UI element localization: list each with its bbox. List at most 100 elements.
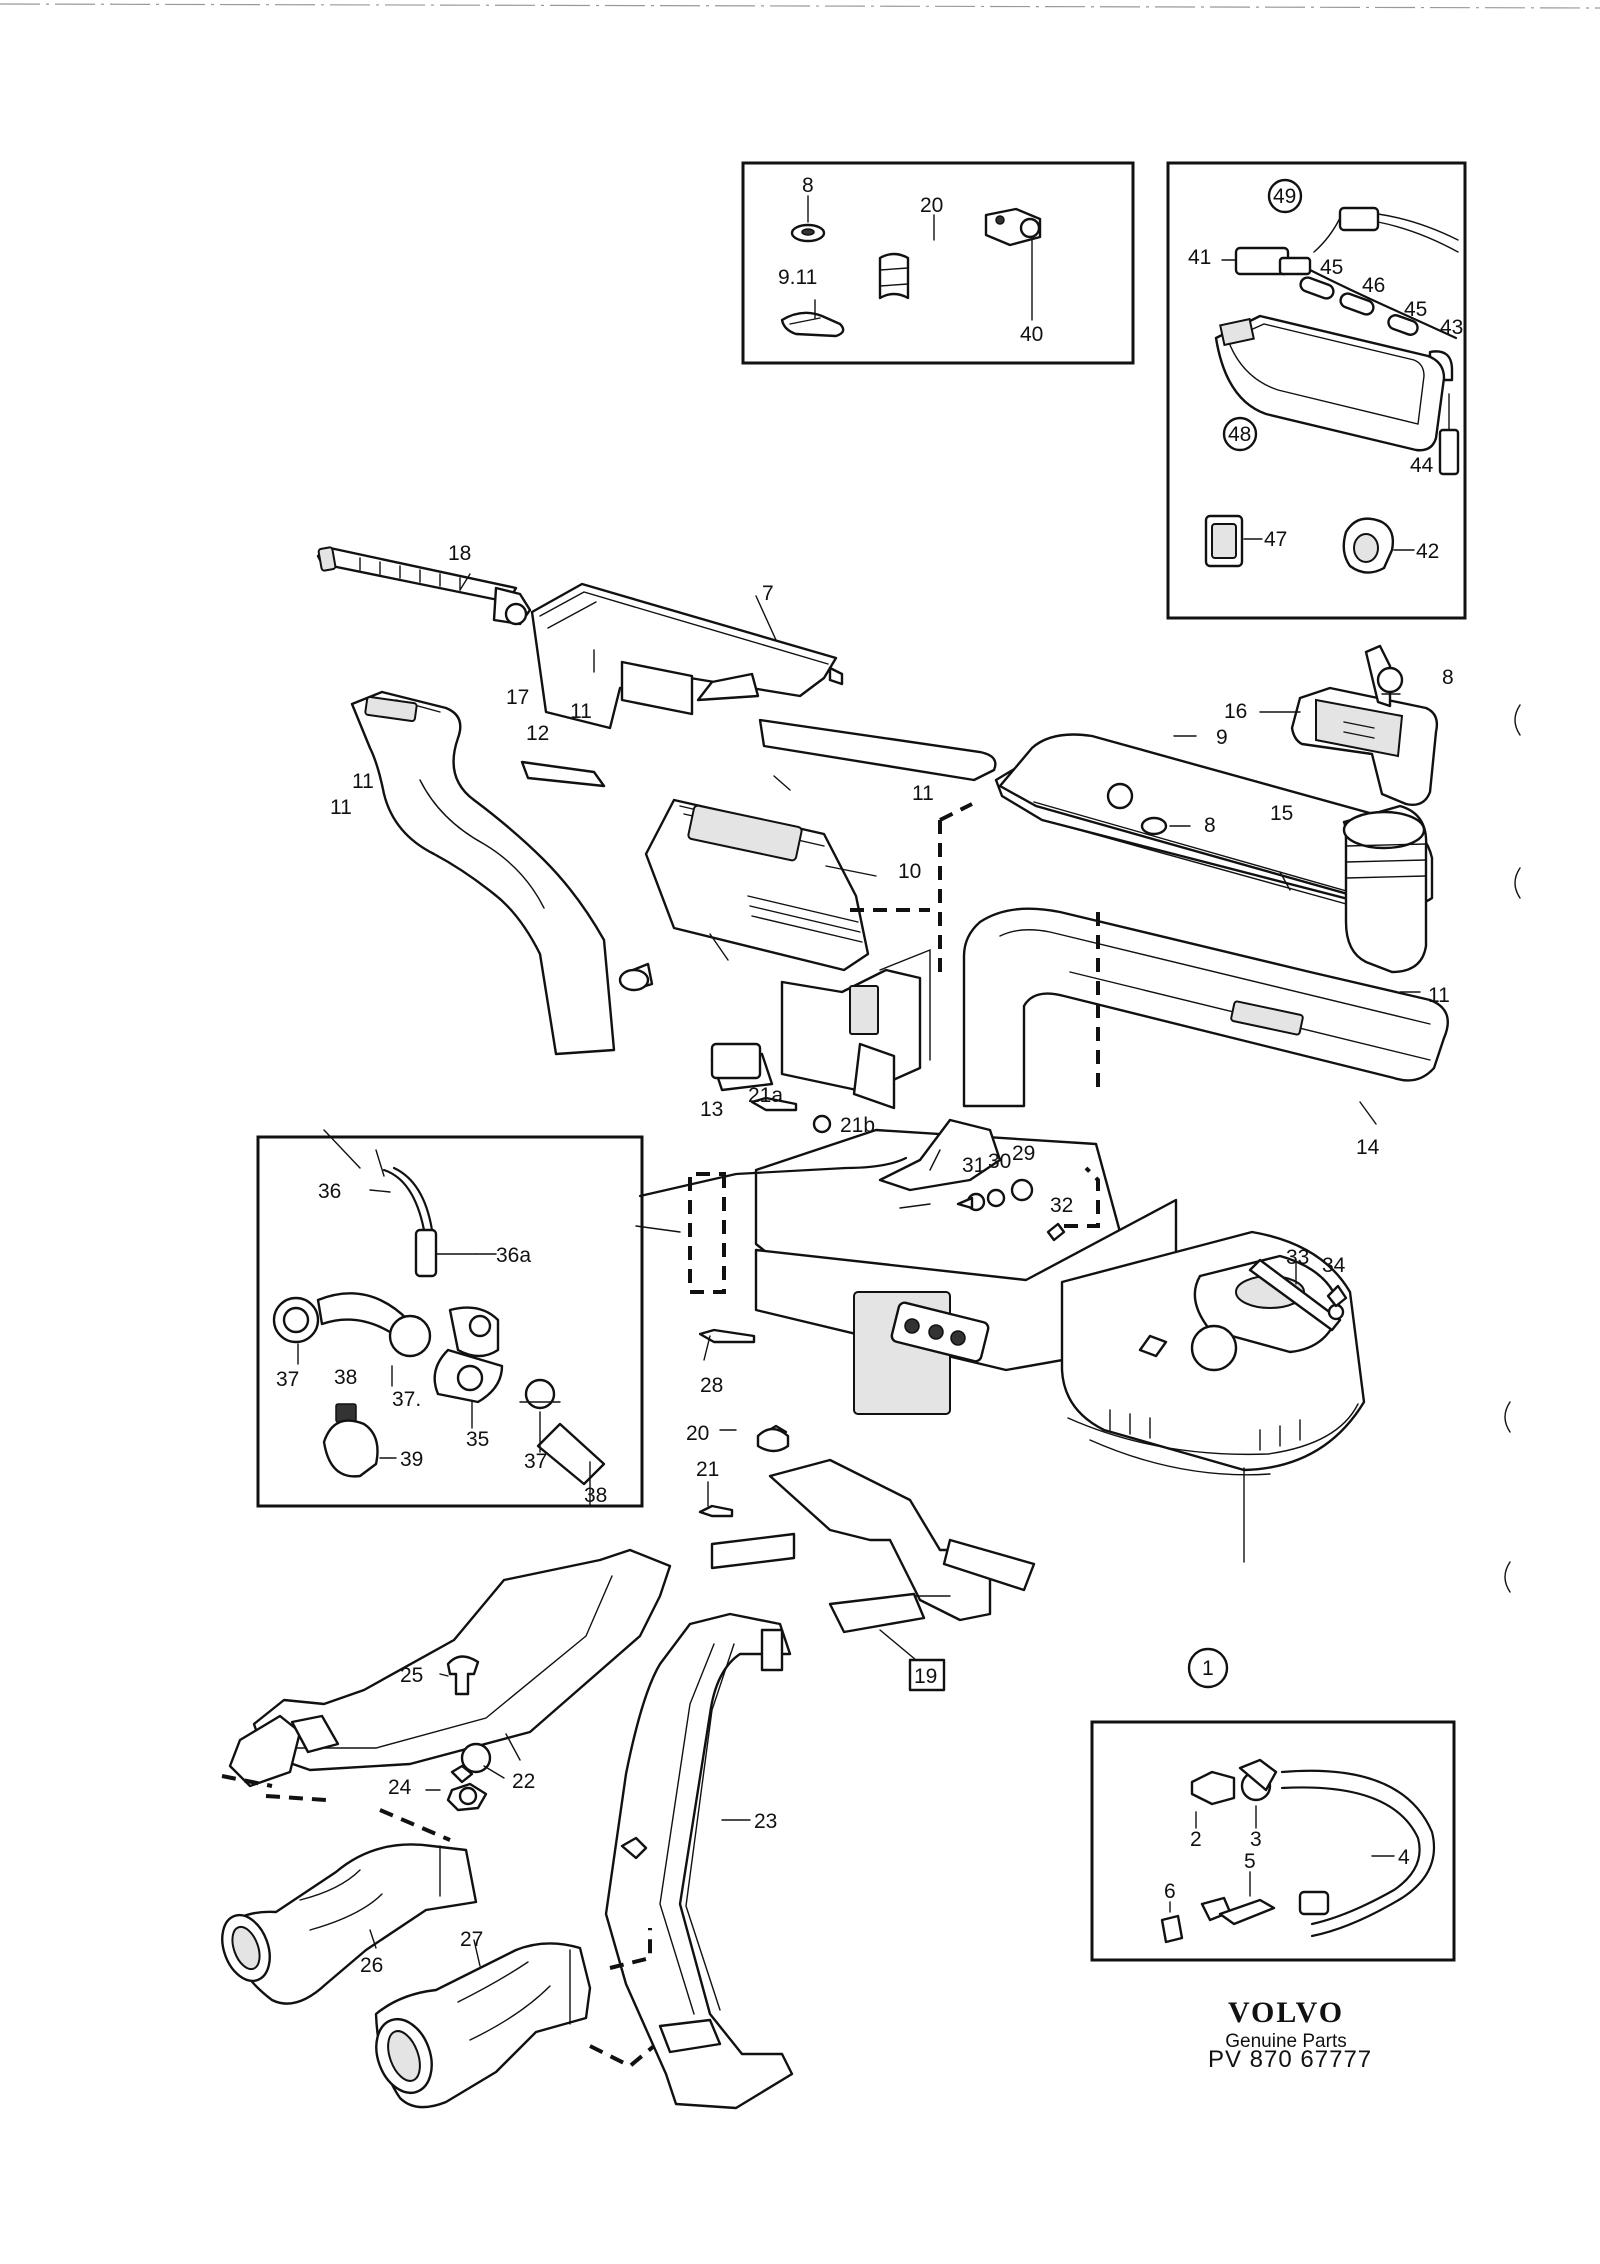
fittings-5-6 (1160, 1871, 1330, 1944)
callout-29: 29 (1012, 1142, 1035, 1165)
clip-9-11 (780, 299, 845, 338)
pad-47 (1204, 514, 1263, 568)
callout-26: 26 (360, 1954, 383, 1977)
callout-38-b: 38 (584, 1484, 607, 1507)
callout-41: 41 (1188, 246, 1211, 269)
callout-11-e: 11 (352, 770, 374, 793)
duct-26 (221, 1808, 478, 2005)
callout-5: 5 (1244, 1850, 1256, 1873)
hose-4 (1280, 1769, 1436, 1938)
callout-13: 13 (700, 1098, 723, 1121)
callout-1: 1 (1202, 1657, 1214, 1680)
callout-37-a: 37 (276, 1368, 299, 1391)
callout-36: 36 (318, 1180, 341, 1203)
callout-7: 7 (762, 582, 774, 605)
callout-40: 40 (1020, 323, 1043, 346)
callout-22: 22 (512, 1770, 535, 1793)
clip-20 (878, 214, 935, 300)
bracket-33 (1248, 1258, 1348, 1332)
callout-38-a: 38 (334, 1366, 357, 1389)
callout-8-right: 8 (1442, 666, 1454, 689)
callout-17: 17 (506, 686, 529, 709)
duct-10 (644, 798, 931, 1110)
callout-31: 31 (962, 1154, 985, 1177)
fittings-2-3 (1190, 1758, 1278, 1829)
callout-42: 42 (1416, 540, 1439, 563)
callout-14: 14 (1356, 1136, 1380, 1159)
callout-28: 28 (700, 1374, 723, 1397)
callout-labels: 8 20 9.11 40 41 45 46 45 43 44 47 42 49 … (276, 174, 1463, 1977)
callout-20: 20 (686, 1422, 709, 1445)
callout-43: 43 (1440, 316, 1463, 339)
callout-24: 24 (388, 1776, 412, 1799)
callout-12: 12 (526, 722, 549, 745)
part-number: PV 870 67777 (1208, 2046, 1373, 2073)
callout-36a: 36a (496, 1244, 531, 1267)
callout-37-b: 37. (392, 1388, 421, 1411)
heater-unit-1 (688, 1118, 1366, 1689)
callout-23: 23 (754, 1810, 777, 1833)
callout-21a: 21a (748, 1084, 783, 1107)
callout-8-inset: 8 (802, 174, 814, 197)
callout-8-mid: 8 (1204, 814, 1216, 837)
fasteners-24-25 (446, 1655, 488, 1812)
callout-18: 18 (448, 542, 471, 565)
clamp-42 (1342, 517, 1415, 574)
callout-6: 6 (1164, 1880, 1176, 1903)
clips-inset (741, 161, 1135, 365)
duct-13 (350, 690, 774, 1092)
clamp-39 (322, 1403, 397, 1478)
duct-15 (994, 733, 1434, 974)
outlet-16 (1290, 644, 1439, 806)
callout-37-c: 37 (524, 1450, 547, 1473)
callout-15: 15 (1270, 802, 1293, 825)
valve-35 (272, 1292, 606, 1507)
brand-subtitle: Genuine Parts (1225, 2031, 1347, 2052)
callout-25: 25 (400, 1664, 423, 1687)
sensor-inset (1166, 161, 1467, 620)
washers-29-31 (956, 1178, 1066, 1242)
callout-47: 47 (1264, 528, 1287, 551)
volvo-logo: VOLVO (1227, 1996, 1345, 2029)
callout-45-bottom: 45 (1404, 298, 1427, 321)
callout-35: 35 (466, 1428, 489, 1451)
grille-12 (520, 760, 606, 788)
callout-3: 3 (1250, 1828, 1262, 1851)
duct-7 (530, 582, 997, 782)
screws-20-21-28 (698, 1096, 832, 1518)
brand-block: VOLVO Genuine Parts (1206, 1996, 1366, 2054)
callout-16: 16 (1224, 700, 1247, 723)
callout-11-d: 11 (1428, 984, 1450, 1007)
clip-40 (984, 207, 1042, 321)
callout-33: 33 (1286, 1246, 1309, 1269)
callout-20-inset: 20 (920, 194, 943, 217)
hose-36 (369, 1166, 477, 1278)
connector-49 (1267, 178, 1459, 253)
leader-lines (323, 649, 1421, 1791)
callout-32: 32 (1050, 1194, 1073, 1217)
callout-11-b: 11 (330, 796, 352, 819)
callout-30: 30 (988, 1150, 1011, 1173)
callout-2: 2 (1190, 1828, 1202, 1851)
callout-34: 34 (1322, 1254, 1346, 1277)
callout-19: 19 (914, 1665, 937, 1688)
callout-44: 44 (1410, 454, 1434, 477)
callout-39: 39 (400, 1448, 423, 1471)
callout-21b: 21b (840, 1114, 875, 1137)
callout-10: 10 (898, 860, 921, 883)
tray-48 (1214, 314, 1446, 452)
valve-inset (256, 1135, 644, 1508)
callout-46: 46 (1362, 274, 1385, 297)
callout-11-c: 11 (912, 782, 934, 805)
clip-8 (790, 195, 826, 243)
duct-27 (374, 1928, 656, 2109)
callout-11-a: 11 (570, 700, 592, 723)
callout-21: 21 (696, 1458, 719, 1481)
duct-14 (962, 907, 1449, 1108)
tube-18 (316, 546, 532, 626)
callout-45-top: 45 (1320, 256, 1343, 279)
callout-9: 9 (1216, 726, 1228, 749)
duct-19 (710, 1458, 1036, 1692)
callout-27: 27 (460, 1928, 483, 1951)
